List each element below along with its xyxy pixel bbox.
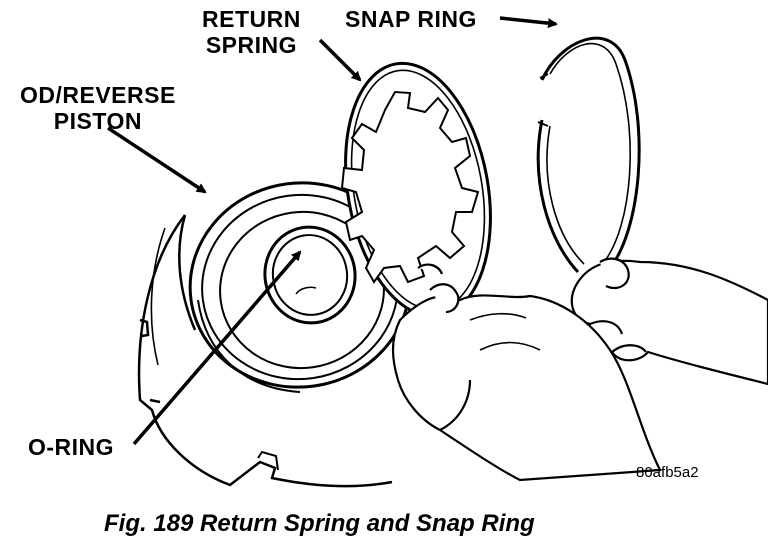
figure-caption: Fig. 189 Return Spring and Snap Ring	[104, 510, 535, 537]
return-spring-label-line-2: SPRING	[205, 32, 298, 58]
od-reverse-piston-label-line-1: OD/REVERSE	[20, 82, 176, 108]
left-hand	[391, 263, 662, 482]
clutch-housing-drum	[137, 214, 393, 488]
snap-ring-label: SNAP RING	[345, 6, 477, 32]
return-spring-label: RETURN SPRING	[202, 6, 301, 58]
od-reverse-piston-label: OD/REVERSE PISTON	[20, 82, 176, 134]
leader-arrows	[107, 16, 558, 446]
snap-ring	[536, 36, 641, 274]
figure-id: 80afb5a2	[636, 464, 699, 481]
right-hand	[570, 257, 768, 386]
o-ring-label: O-RING	[28, 434, 115, 460]
return-spring-label-line-1: RETURN	[202, 6, 301, 32]
od-reverse-piston-label-line-2: PISTON	[53, 108, 143, 134]
o-ring-seal	[263, 225, 357, 325]
